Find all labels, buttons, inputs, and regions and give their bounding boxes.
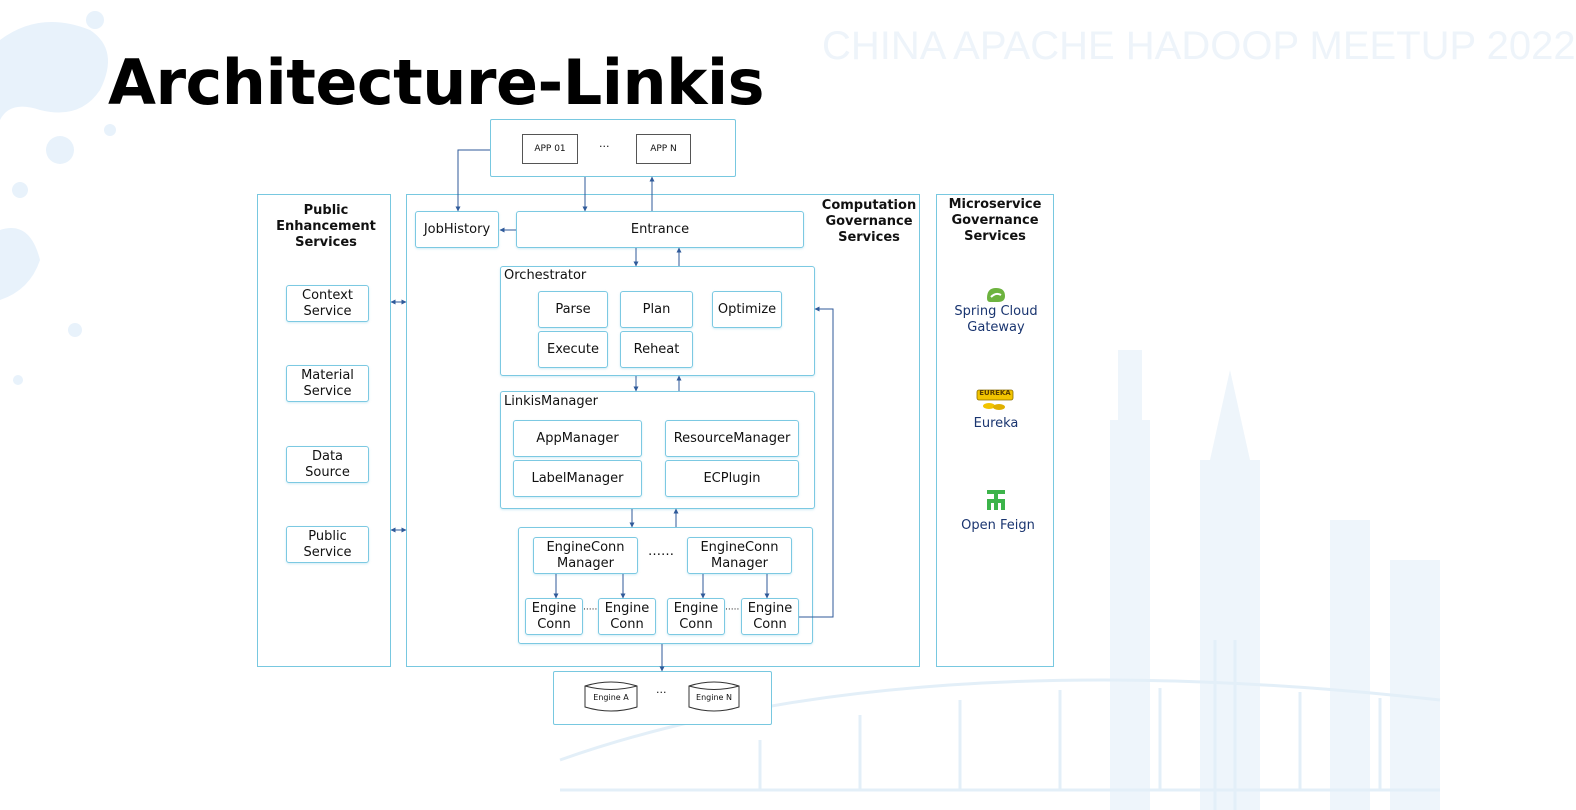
- spring-cloud-icon: [987, 288, 1005, 302]
- material-service-box: Material Service: [286, 365, 369, 402]
- entrance-box: Entrance: [516, 211, 804, 248]
- engineconn-manager-dots: ……: [648, 544, 674, 559]
- engine-n-cylinder: [688, 681, 740, 712]
- labelmanager-box: LabelManager: [513, 460, 642, 497]
- reheat-box: Reheat: [620, 331, 693, 368]
- resourcemanager-box: ResourceManager: [665, 420, 799, 457]
- spring-cloud-gateway-label: Spring Cloud Gateway: [954, 304, 1038, 335]
- optimize-box: Optimize: [712, 291, 782, 328]
- slide-title: Architecture-Linkis: [108, 46, 765, 119]
- engine-conn-2: Engine Conn: [598, 598, 656, 635]
- parse-box: Parse: [538, 291, 608, 328]
- microservice-governance-title: Microservice Governance Services: [948, 197, 1042, 244]
- public-service-box: Public Service: [286, 526, 369, 563]
- data-source-box: Data Source: [286, 446, 369, 483]
- app-n-box: APP N: [636, 134, 691, 164]
- microservice-governance-panel: [936, 194, 1054, 667]
- orchestrator-title: Orchestrator: [504, 268, 587, 283]
- engineconn-manager-1: EngineConn Manager: [533, 537, 638, 574]
- engine-conn-1: Engine Conn: [525, 598, 583, 635]
- plan-box: Plan: [620, 291, 693, 328]
- appmanager-box: AppManager: [513, 420, 642, 457]
- eureka-logo-text: EUREKA: [979, 389, 1011, 397]
- engine-conn-4: Engine Conn: [741, 598, 799, 635]
- engine-n-label: Engine N: [696, 693, 732, 702]
- slide: CHINA APACHE HADOOP MEETUP 2022 Architec…: [0, 11, 1576, 810]
- execute-box: Execute: [538, 331, 608, 368]
- eureka-logo-icon: [976, 389, 1014, 410]
- engine-a-cylinder: [584, 681, 638, 712]
- computation-governance-title: Computation Governance Services: [821, 198, 917, 245]
- engine-conn-dots-1: ·····: [583, 605, 598, 615]
- engine-conn-3: Engine Conn: [667, 598, 725, 635]
- public-enhancement-panel: [257, 194, 391, 667]
- ecplugin-box: ECPlugin: [665, 460, 799, 497]
- engineconn-manager-2: EngineConn Manager: [687, 537, 792, 574]
- engines-ellipsis: ···: [656, 686, 667, 699]
- app-01-box: APP 01: [522, 134, 578, 164]
- context-service-box: Context Service: [286, 285, 369, 322]
- apps-ellipsis: ···: [599, 140, 610, 153]
- engine-a-label: Engine A: [593, 693, 629, 702]
- public-enhancement-title: Public Enhancement Services: [276, 203, 376, 250]
- open-feign-icon: [983, 487, 1009, 513]
- jobhistory-box: JobHistory: [415, 211, 499, 248]
- linkismanager-title: LinkisManager: [504, 394, 598, 409]
- eureka-label: Eureka: [973, 416, 1019, 431]
- open-feign-label: Open Feign: [961, 518, 1035, 533]
- watermark-text: CHINA APACHE HADOOP MEETUP 2022: [822, 24, 1576, 68]
- engine-conn-dots-2: ·····: [725, 605, 740, 615]
